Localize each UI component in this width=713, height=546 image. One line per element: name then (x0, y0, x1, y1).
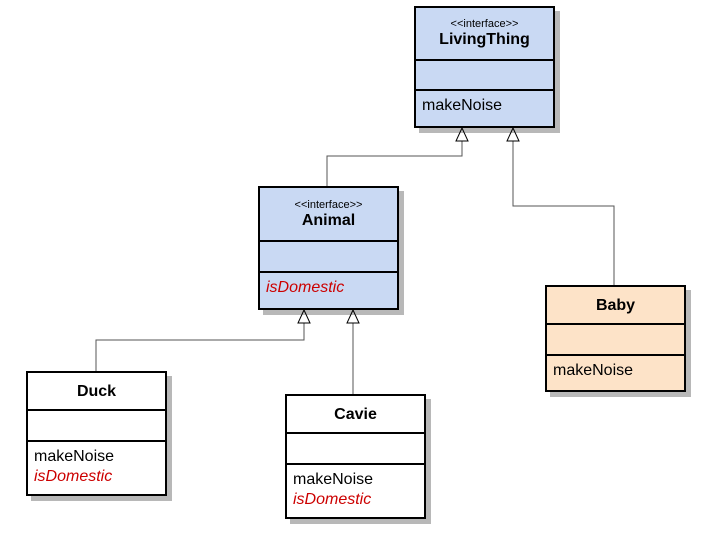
class-header: <<interface>> Animal (260, 188, 397, 242)
operations-compartment: makeNoise isDomestic (28, 442, 165, 487)
class-header: Baby (547, 287, 684, 325)
attributes-compartment (28, 411, 165, 442)
class-header: Cavie (287, 396, 424, 434)
class-box-baby[interactable]: Baby makeNoise (545, 285, 686, 392)
stereotype-label: <<interface>> (294, 198, 363, 211)
class-name: Cavie (334, 405, 377, 423)
operation: makeNoise (422, 97, 503, 114)
connector-baby-to-livingthing (512, 141, 615, 285)
class-box-livingthing[interactable]: <<interface>> LivingThing makeNoise (414, 6, 555, 128)
class-box-duck[interactable]: Duck makeNoise isDomestic (26, 371, 167, 496)
class-header: <<interface>> LivingThing (416, 8, 553, 61)
class-name: Duck (76, 382, 117, 400)
attributes-compartment (547, 325, 684, 356)
stereotype-label: <<interface>> (450, 18, 519, 30)
arrowhead-duck-animal (297, 308, 311, 324)
operation: makeNoise (293, 471, 374, 488)
operations-compartment: makeNoise isDomestic (287, 465, 424, 510)
class-name: Baby (595, 296, 636, 314)
operation-abstract: isDomestic (266, 279, 345, 296)
arrowhead-cavie-animal (346, 308, 360, 324)
connector-duck-to-animal (95, 323, 305, 371)
operation: makeNoise (34, 448, 115, 465)
operations-compartment: makeNoise (547, 356, 684, 381)
attributes-compartment (416, 61, 553, 91)
operation-abstract: isDomestic (34, 468, 113, 485)
arrowhead-baby-livingthing (506, 126, 520, 142)
operations-compartment: isDomestic (260, 273, 397, 298)
attributes-compartment (260, 242, 397, 273)
class-header: Duck (28, 373, 165, 411)
class-name: Animal (301, 211, 356, 229)
operations-compartment: makeNoise (416, 91, 553, 116)
attributes-compartment (287, 434, 424, 465)
operation-abstract: isDomestic (293, 491, 372, 508)
arrowhead-animal-livingthing (455, 126, 469, 142)
operation: makeNoise (553, 362, 634, 379)
class-box-animal[interactable]: <<interface>> Animal isDomestic (258, 186, 399, 310)
connector-animal-to-livingthing (326, 141, 463, 186)
class-name: LivingThing (439, 31, 530, 48)
class-box-cavie[interactable]: Cavie makeNoise isDomestic (285, 394, 426, 519)
